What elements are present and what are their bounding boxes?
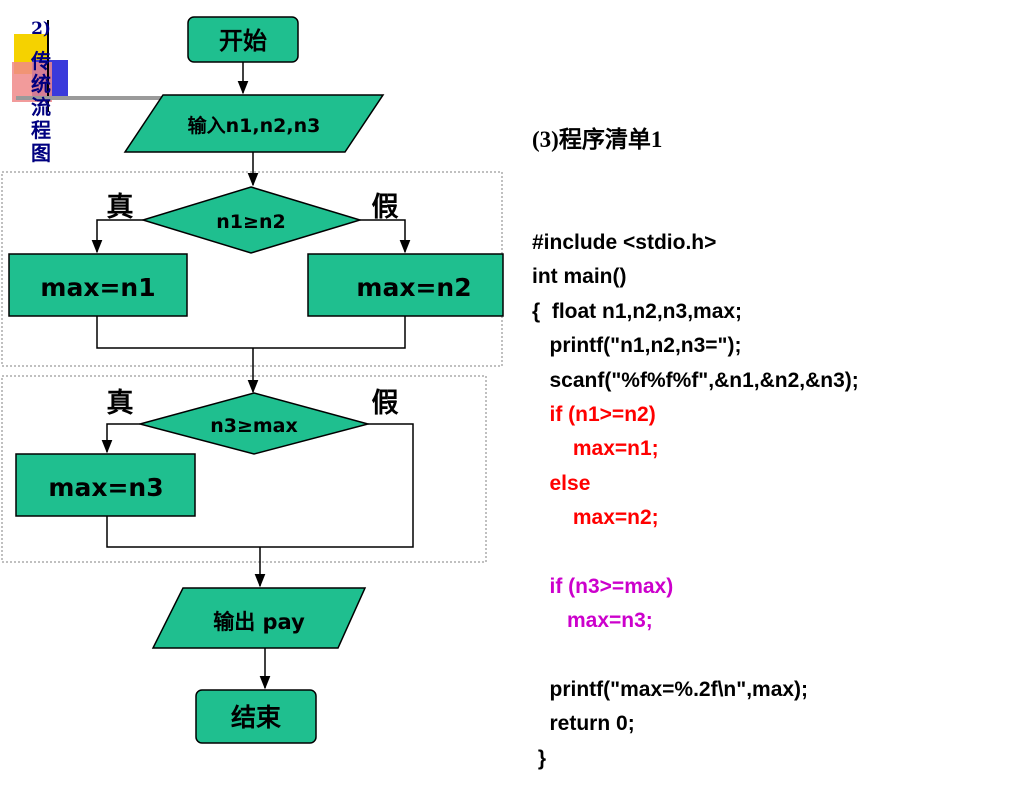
code-line: printf("max=%.2f\n",max); bbox=[532, 678, 809, 702]
code-line: max=n3; bbox=[532, 609, 653, 633]
section-title-char: 程 bbox=[31, 118, 51, 142]
section-title-char: 传 bbox=[31, 49, 51, 73]
assign-max-n1-label: max=n1 bbox=[40, 273, 155, 302]
assign-max-n2-label: max=n2 bbox=[356, 273, 471, 302]
connectors bbox=[91, 62, 414, 690]
merge-line-1 bbox=[96, 316, 406, 349]
output-label: 输出 pay bbox=[213, 610, 305, 634]
code-line: if (n1>=n2) bbox=[532, 402, 656, 426]
flowchart: 开始 输入n1,n2,n3 n1≥n2 max=n1 max=n2 n3≥max… bbox=[1, 16, 504, 744]
code-line: int main() bbox=[532, 265, 627, 289]
program-listing: (3)程序清单1 #include <stdio.h> int main() { f… bbox=[532, 54, 859, 811]
code-line bbox=[532, 536, 859, 570]
assign-max-n2-box bbox=[307, 253, 504, 317]
decision1-condition: n1≥n2 bbox=[216, 211, 285, 233]
section-title-char: 统 bbox=[31, 72, 51, 96]
code-line: { float n1,n2,n3,max; bbox=[532, 299, 743, 323]
input-parallelogram bbox=[123, 94, 385, 153]
code-line: scanf("%f%f%f",&n1,&n2,&n3); bbox=[532, 368, 859, 392]
decision2-condition: n3≥max bbox=[210, 415, 298, 437]
section-title-char: 流 bbox=[31, 95, 51, 119]
code-line: printf("n1,n2,n3="); bbox=[532, 334, 742, 358]
merge-line-2 bbox=[106, 423, 414, 548]
code-line: return 0; bbox=[532, 712, 635, 736]
arrow-decision1-false bbox=[360, 219, 411, 254]
arrow-decision2-true bbox=[101, 423, 140, 454]
code-line bbox=[532, 639, 859, 673]
code-line: if (n3>=max) bbox=[532, 574, 674, 598]
decision2-diamond bbox=[137, 392, 371, 455]
code-line: else bbox=[532, 471, 591, 495]
start-terminal bbox=[187, 16, 299, 63]
end-terminal bbox=[195, 689, 317, 744]
code-line: max=n1; bbox=[532, 437, 659, 461]
section-title-char: 图 bbox=[31, 141, 51, 165]
input-label: 输入n1,n2,n3 bbox=[188, 114, 321, 137]
code-line: #include <stdio.h> bbox=[532, 231, 717, 255]
section-number: 2) bbox=[31, 19, 51, 39]
decision1-false-label: 假 bbox=[372, 192, 399, 223]
assign-max-n3-label: max=n3 bbox=[48, 473, 163, 502]
code-line: } bbox=[532, 746, 547, 770]
decision2-true-label: 真 bbox=[107, 388, 134, 419]
program-title: (3)程序清单1 bbox=[532, 126, 663, 152]
start-label: 开始 bbox=[219, 27, 267, 55]
end-label: 结束 bbox=[231, 703, 282, 732]
assign-max-n3-box bbox=[15, 453, 196, 517]
decision2-false-label: 假 bbox=[372, 388, 399, 419]
decision1-diamond bbox=[140, 186, 363, 254]
output-parallelogram bbox=[151, 587, 367, 649]
group-box-2 bbox=[1, 375, 487, 563]
assign-max-n1-box bbox=[8, 253, 188, 317]
code-lines: #include <stdio.h> int main() { float n1,n… bbox=[532, 226, 859, 776]
section-title-vertical: 传统流程图 bbox=[28, 50, 54, 165]
code-line: max=n2; bbox=[532, 506, 659, 530]
deco-red-square bbox=[12, 62, 52, 102]
arrow-decision1-true bbox=[91, 219, 143, 254]
decision1-true-label: 真 bbox=[107, 192, 134, 223]
